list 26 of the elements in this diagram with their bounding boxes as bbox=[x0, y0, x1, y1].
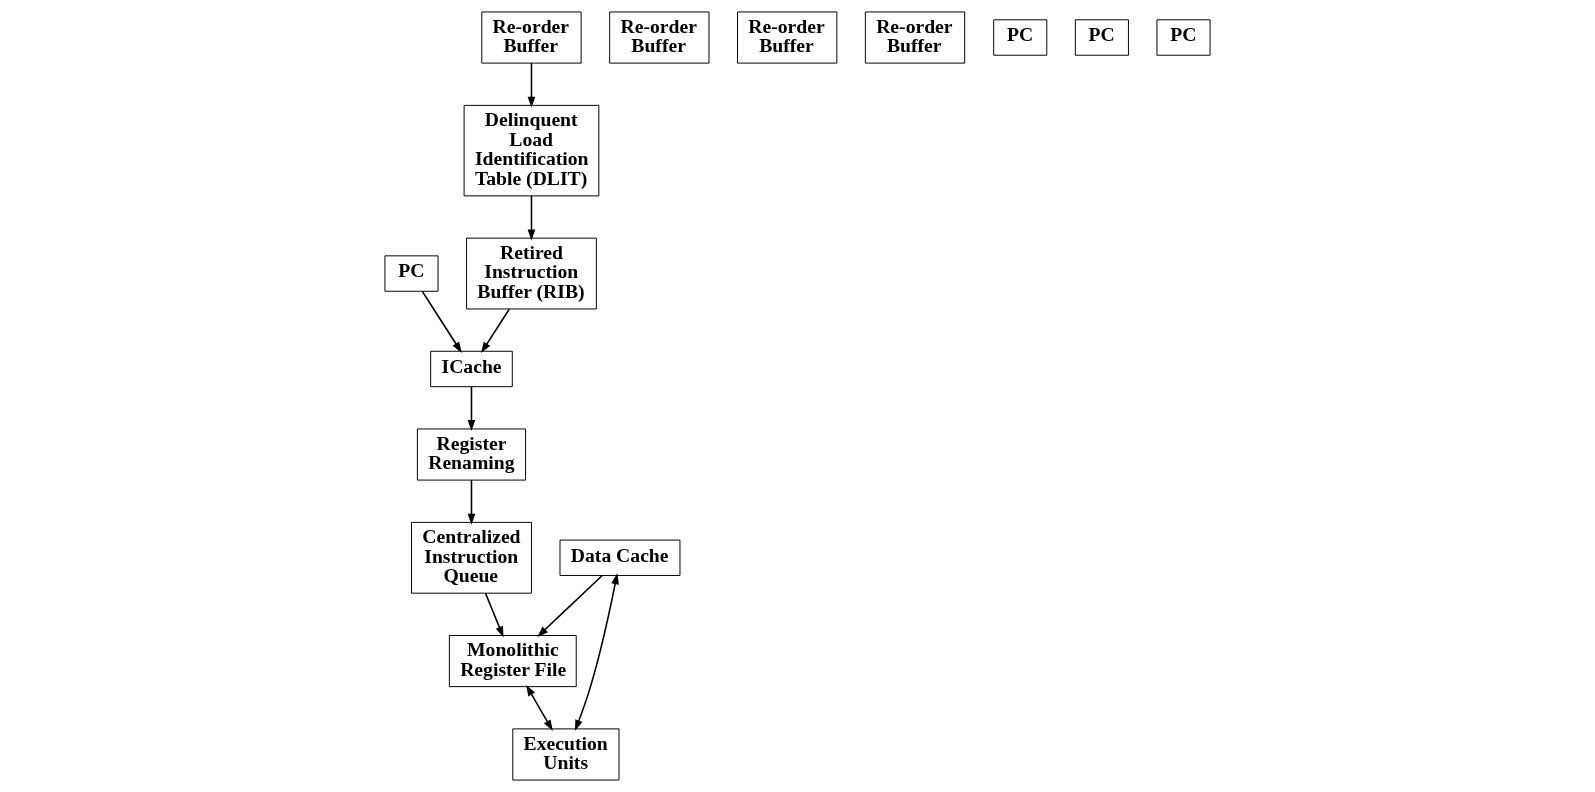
arrow bbox=[467, 386, 476, 432]
arrow bbox=[527, 195, 536, 241]
node-box: ICache bbox=[430, 350, 513, 388]
node-box: Centralized Instruction Queue bbox=[411, 521, 532, 594]
node-box: Delinquent Load Identification Table (DLIT) bbox=[463, 104, 600, 197]
node-box: PC bbox=[1156, 19, 1211, 56]
arrow bbox=[467, 479, 476, 525]
node-box: Re-order Buffer bbox=[481, 11, 582, 64]
node-box: PC bbox=[1074, 19, 1129, 56]
node-box: Data Cache bbox=[559, 539, 681, 576]
node-box: PC bbox=[993, 19, 1048, 56]
arrow bbox=[537, 574, 604, 637]
node-box: Register Renaming bbox=[416, 428, 527, 481]
arrow bbox=[481, 308, 511, 354]
arrow bbox=[575, 573, 619, 731]
node-box: Retired Instruction Buffer (RIB) bbox=[466, 237, 597, 310]
node-box: Re-order Buffer bbox=[609, 11, 710, 64]
node-box: Execution Units bbox=[512, 728, 620, 781]
arrow bbox=[527, 62, 536, 108]
node-box: PC bbox=[384, 255, 439, 292]
node-box: Monolithic Register File bbox=[448, 635, 577, 688]
node-box: Re-order Buffer bbox=[737, 11, 838, 64]
node-box: Re-order Buffer bbox=[864, 11, 966, 64]
arrow bbox=[484, 592, 504, 638]
arrow bbox=[526, 684, 553, 731]
arrow bbox=[421, 290, 462, 353]
